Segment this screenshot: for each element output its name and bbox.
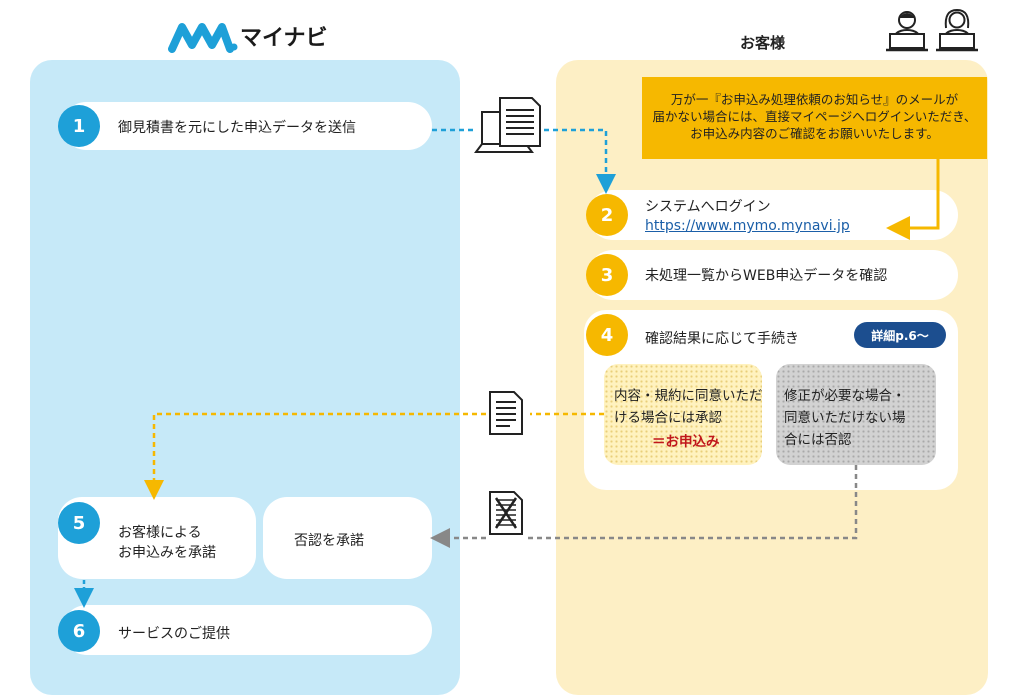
mynavi-logo: マイナビ — [168, 12, 368, 60]
step-3-number: 3 — [586, 254, 628, 296]
step-4-label: 確認結果に応じて手続き — [645, 331, 799, 347]
laptop-document-icon — [474, 97, 541, 153]
step-2-number: 2 — [586, 194, 628, 236]
application-mark: ＝お申込み — [652, 434, 720, 450]
notice-box: 万が一『お申込み処理依頼のお知らせ』のメールが 届かない場合には、直接マイページ… — [642, 77, 987, 159]
step-5-line-2: お申込みを承諾 — [118, 545, 216, 561]
approve-box — [604, 364, 762, 465]
step-6-number: 6 — [58, 610, 100, 652]
reject-line-2: 同意いただけない場 — [784, 410, 906, 426]
approve-line-2: ける場合には承認 — [614, 410, 722, 426]
mypage-login-link[interactable]: https://www.mymo.mynavi.jp — [645, 218, 850, 234]
reject-line-3: 合には否認 — [784, 432, 852, 448]
brand-name: マイナビ — [240, 26, 328, 51]
reject-line-1: 修正が必要な場合・ — [784, 388, 906, 404]
mynavi-logo-icon — [168, 23, 238, 53]
reject-accept-label: 否認を承諾 — [294, 533, 364, 549]
step-5-line-1: お客様による — [118, 525, 202, 541]
step-4-number: 4 — [586, 314, 628, 356]
step-1-label: 御見積書を元にした申込データを送信 — [118, 120, 356, 136]
user-male-laptop-icon — [886, 11, 928, 52]
step-3-label: 未処理一覧からWEB申込データを確認 — [645, 268, 888, 284]
step-6-label: サービスのご提供 — [118, 626, 230, 642]
notice-line-3: お申込み内容のご確認をお願いいたします。 — [690, 126, 939, 141]
mynavi-panel — [30, 60, 460, 695]
notice-line-2: 届かない場合には、直接マイページへログインいただき、 — [652, 109, 977, 124]
user-female-laptop-icon — [936, 8, 978, 52]
step-6-pill — [62, 605, 432, 655]
details-page-badge: 詳細p.6〜 — [854, 322, 946, 348]
step-5-number: 5 — [58, 502, 100, 544]
step-1-pill — [62, 102, 432, 150]
customer-title: お客様 — [740, 34, 786, 52]
document-icon — [489, 391, 523, 435]
reject-box — [776, 364, 936, 465]
step-2-label: システムへログイン — [645, 199, 771, 215]
notice-line-1: 万が一『お申込み処理依頼のお知らせ』のメールが — [670, 92, 959, 107]
approve-line-1: 内容・規約に同意いただ — [614, 388, 763, 404]
step-3-pill — [588, 250, 958, 300]
rejected-document-icon — [489, 491, 523, 535]
step-1-number: 1 — [58, 105, 100, 147]
reject-accept-card — [263, 497, 432, 579]
